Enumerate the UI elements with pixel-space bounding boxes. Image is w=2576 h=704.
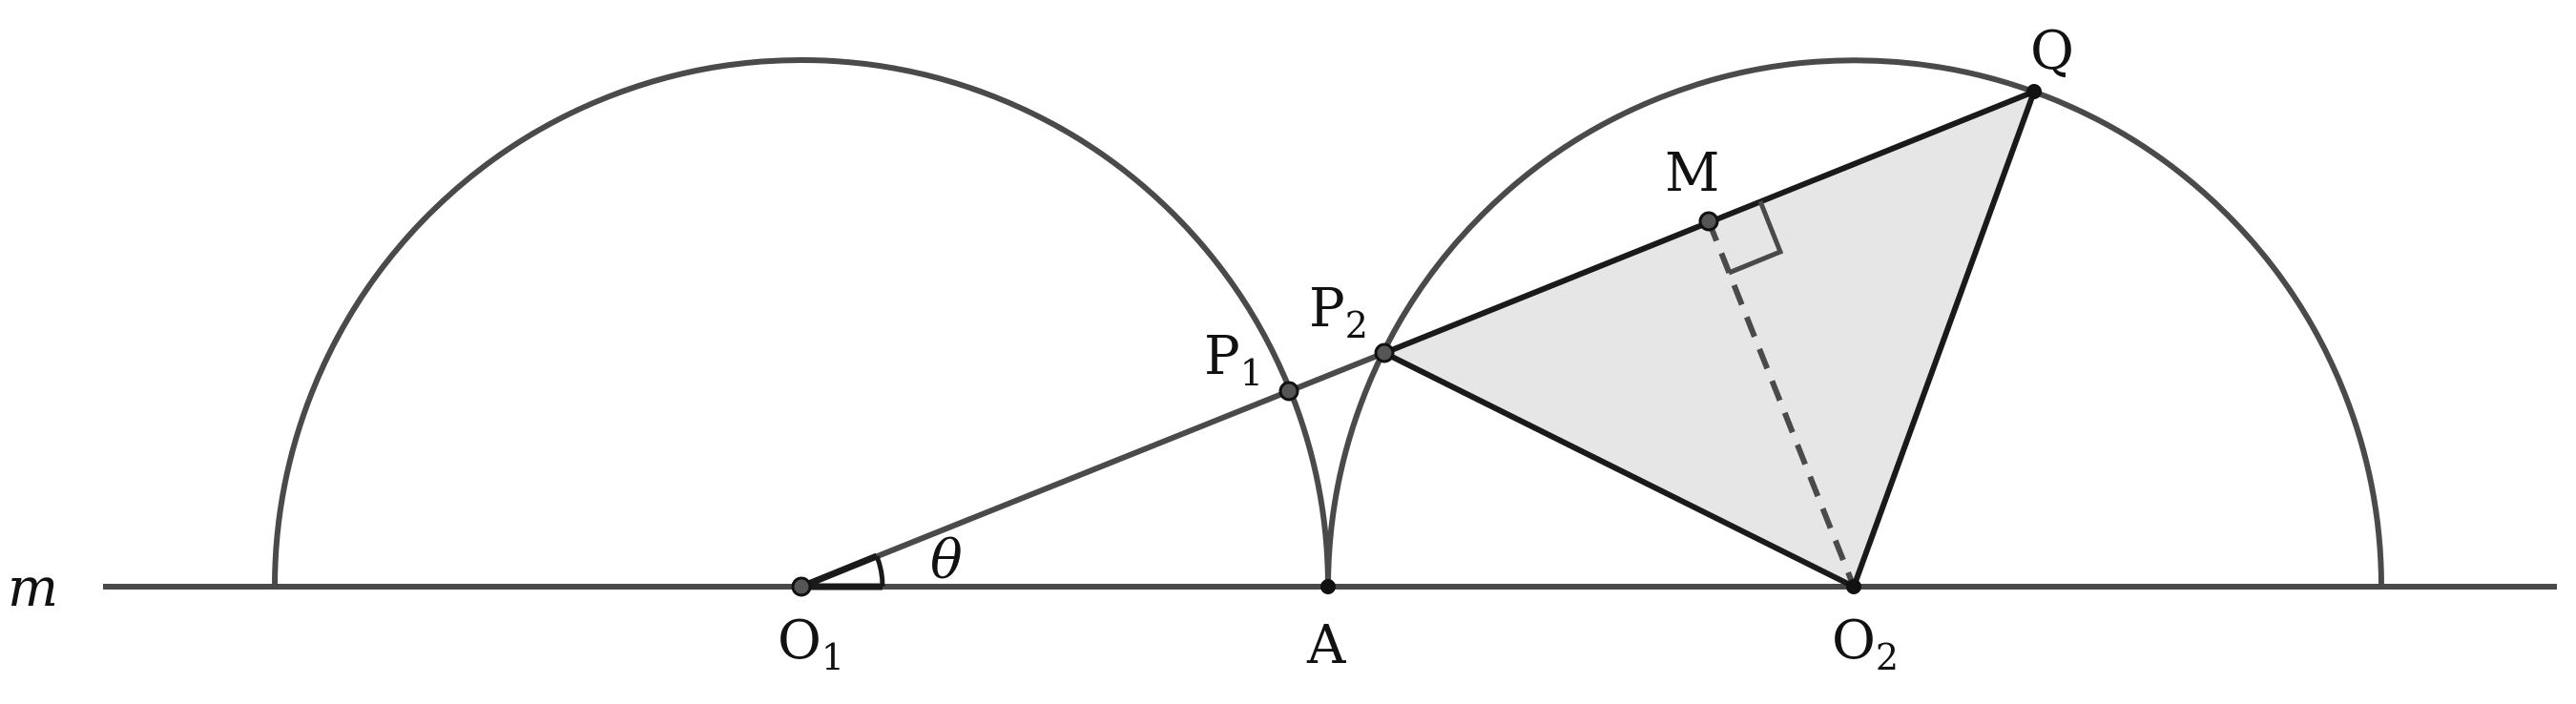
label-p1: P1 <box>1204 325 1263 394</box>
point-p2 <box>1374 342 1395 363</box>
label-o1: O1 <box>778 610 844 678</box>
label-m: M <box>1665 142 1719 204</box>
point-a <box>1320 579 1336 594</box>
label-p2: P2 <box>1309 278 1368 346</box>
label-o2: O2 <box>1832 610 1899 678</box>
point-m <box>1698 211 1719 232</box>
semicircle-o2 <box>1325 57 2384 588</box>
segment-m-o2-dashed <box>1706 219 1857 589</box>
label-q: Q <box>2030 20 2074 82</box>
point-p1 <box>1278 381 1299 402</box>
triangle-p2-q-o2 <box>1384 92 2034 587</box>
right-angle-mark <box>1728 200 1784 276</box>
point-o1 <box>791 576 812 597</box>
segment-o2-q <box>1851 90 2037 589</box>
angle-theta-arc <box>874 555 885 588</box>
segment-p2-o2 <box>1382 350 1856 590</box>
point-q <box>2026 84 2042 99</box>
semicircle-o1 <box>272 57 1331 588</box>
angle-theta-side <box>800 552 879 590</box>
point-o2 <box>1846 579 1861 594</box>
label-theta: θ <box>930 529 963 591</box>
label-line-m: m <box>8 557 58 619</box>
label-a: A <box>1306 614 1346 676</box>
